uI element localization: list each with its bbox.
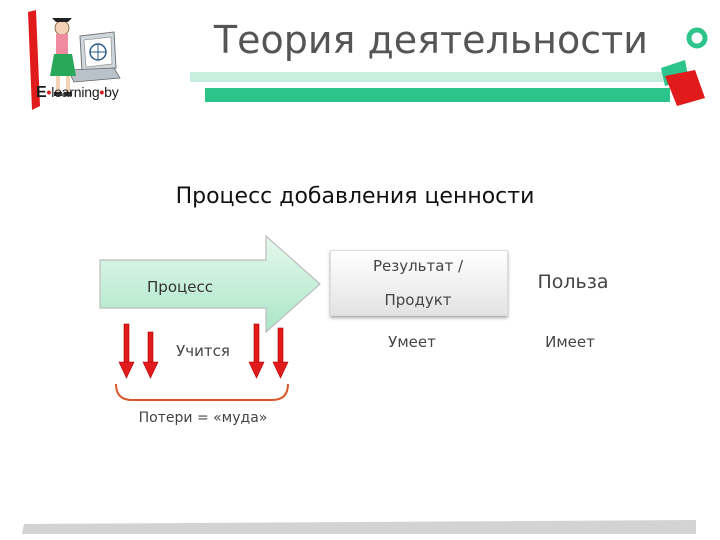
loss-arrow-2 [142,331,159,379]
has-label: Имеет [545,333,595,351]
learns-label: Учится [176,342,230,360]
process-label: Процесс [147,278,213,296]
footer-bar [20,518,700,536]
benefit-label: Польза [537,271,609,293]
logo-illustration [28,10,121,110]
logo-separator-2: • [99,84,105,100]
result-label-line1: Результат / [372,257,464,275]
diagram-subtitle: Процесс добавления ценности [0,184,720,209]
logo-separator: • [46,84,52,100]
page-title: Теория деятельности [213,18,648,62]
logo-prefix: E [36,84,47,101]
loss-arrow-3 [248,323,265,379]
diagram-subtitle-text: Процесс добавления ценности [175,184,535,209]
logo-text: E•learning•by [36,84,119,102]
header-bar-light [190,72,670,82]
corner-shapes-icon [661,27,708,106]
losses-label: Потери = «муда» [138,410,268,426]
logo-suffix: by [104,84,119,100]
loss-arrow-4 [272,327,289,379]
corner-decoration [655,20,715,120]
loss-arrows-group [118,323,289,379]
result-box [330,250,508,316]
logo [18,6,128,112]
brace-shape [115,383,289,401]
process-arrow [96,232,326,336]
header-bar-dark [205,88,670,102]
logo-word: learning [51,84,100,100]
process-arrow-shape [99,234,321,334]
footer-bar-shape [22,520,696,534]
loss-arrow-1 [118,323,135,379]
losses-brace [112,380,292,404]
result-label-line2: Продукт [384,291,452,309]
knows-label: Умеет [388,333,436,351]
loss-arrows [110,320,300,382]
